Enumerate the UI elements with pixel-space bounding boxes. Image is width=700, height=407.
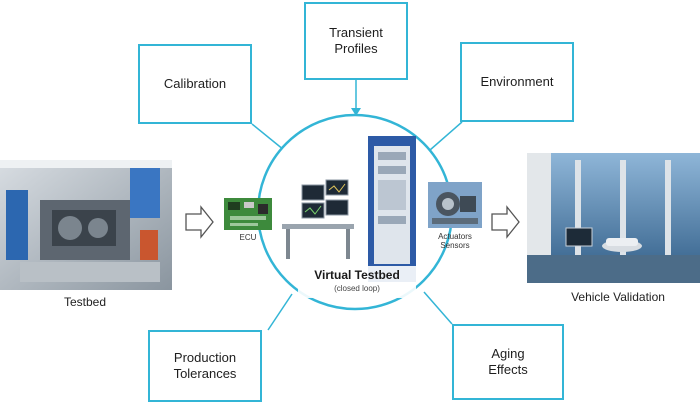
calibration-label: Calibration bbox=[163, 76, 227, 91]
test-cabinet bbox=[368, 136, 416, 282]
virtual-testbed-title: Virtual Testbed bbox=[314, 268, 400, 282]
ecu-board bbox=[224, 198, 272, 230]
arrow-testbed-to-ecu bbox=[185, 205, 214, 239]
testbed-caption: Testbed bbox=[63, 295, 107, 309]
production-tolerances-box: Production Tolerances bbox=[148, 330, 262, 402]
aging-effects-label: Aging Effects bbox=[488, 346, 528, 377]
connector-calibration bbox=[251, 123, 285, 151]
testbed-photo bbox=[0, 160, 172, 290]
connector-aging bbox=[423, 291, 453, 325]
production-tolerances-label: Production Tolerances bbox=[173, 350, 237, 381]
vehicle-validation-caption: Vehicle Validation bbox=[571, 290, 665, 304]
ecu-label: ECU bbox=[239, 233, 257, 242]
transient-arrowhead bbox=[351, 108, 361, 116]
actuators-sensors-label: Actuators Sensors bbox=[438, 232, 472, 250]
arrow-sensors-to-vehicle bbox=[491, 205, 520, 239]
actuators-sensors-photo bbox=[428, 182, 482, 228]
virtual-testbed-subtitle: (closed loop) bbox=[334, 284, 380, 293]
virtual-testbed-label-plate bbox=[298, 266, 416, 298]
environment-label: Environment bbox=[480, 74, 554, 89]
vehicle-photo bbox=[527, 153, 700, 283]
transient-profiles-label: Transient Profiles bbox=[329, 25, 383, 56]
transient-profiles-box: Transient Profiles bbox=[304, 2, 408, 80]
connector-production bbox=[267, 293, 293, 331]
connector-environment bbox=[429, 121, 463, 151]
workstation-illustration bbox=[282, 179, 354, 259]
aging-effects-box: Aging Effects bbox=[452, 324, 564, 400]
connector-lines bbox=[251, 80, 463, 331]
environment-box: Environment bbox=[460, 42, 574, 122]
calibration-box: Calibration bbox=[138, 44, 252, 124]
